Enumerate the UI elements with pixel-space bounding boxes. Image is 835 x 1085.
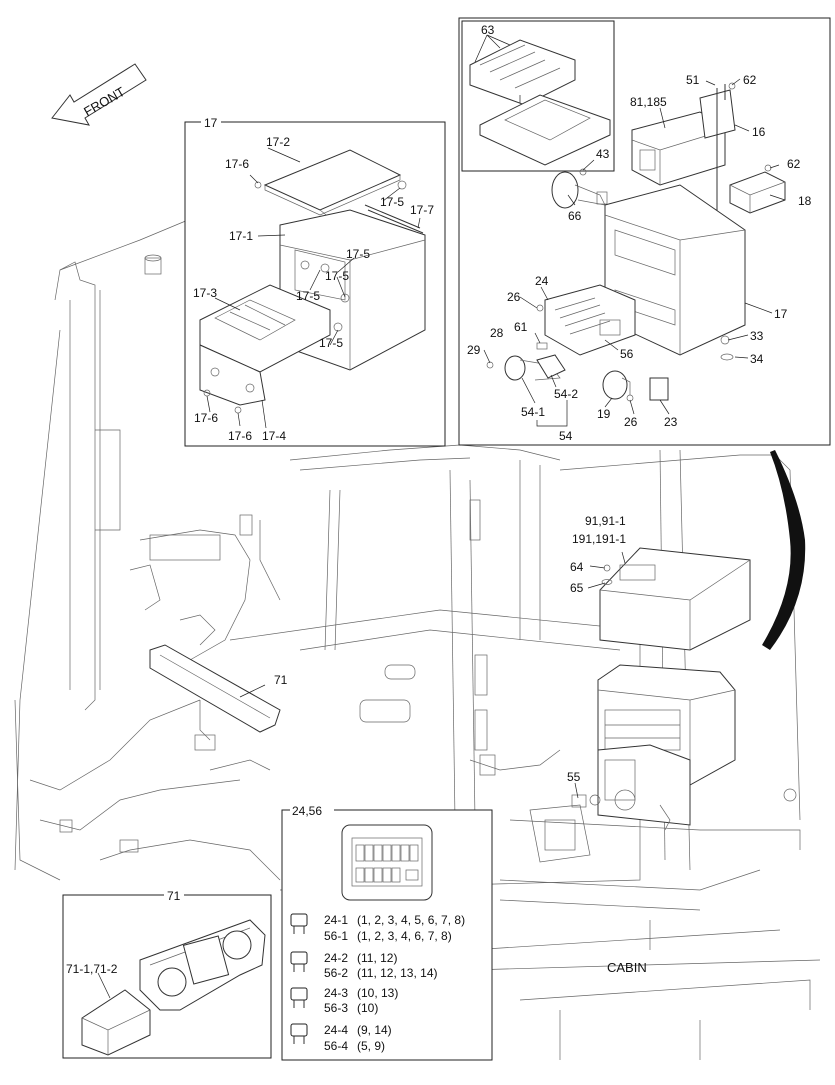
inset-71: 71 71-1,71-2 <box>62 888 272 1059</box>
part-label: 17-6 <box>228 429 252 443</box>
part-label: 191,191-1 <box>572 532 626 546</box>
part-label: 26 <box>507 290 521 304</box>
inset-17: 17 <box>184 115 446 447</box>
part-label: 66 <box>568 209 582 223</box>
fuse-block-icon <box>355 844 419 883</box>
fuse-part: 24-4 <box>324 1023 348 1037</box>
part-label: 26 <box>624 415 638 429</box>
part-label: 63 <box>481 23 495 37</box>
inset-fuse-title: 24,56 <box>292 804 322 818</box>
inset-fuses: 24,56 24-1 (1, 2, 3, 4, 5, 6, 7, 8) 56-1… <box>281 803 493 1061</box>
fuse-list: (5, 9) <box>357 1039 385 1053</box>
fuse-icon <box>290 1023 308 1044</box>
part-label: 62 <box>787 157 801 171</box>
fuse-part: 56-4 <box>324 1039 348 1053</box>
front-arrow: FRONT <box>51 63 147 126</box>
part-label: 91,91-1 <box>585 514 626 528</box>
part-label: 17-6 <box>194 411 218 425</box>
fuse-part: 56-1 <box>324 929 348 943</box>
part-label: 17-4 <box>262 429 286 443</box>
fuse-part: 24-1 <box>324 913 348 927</box>
part-label: 19 <box>597 407 611 421</box>
part-label: 54-1 <box>521 405 545 419</box>
fuse-list: (11, 12) <box>357 951 397 965</box>
part-label: 23 <box>664 415 678 429</box>
part-label: 17-1 <box>229 229 253 243</box>
part-label: 29 <box>467 343 481 357</box>
part-label: 17 <box>774 307 788 321</box>
part-label: 71 <box>274 673 288 687</box>
fuse-list: (1, 2, 3, 4, 5, 6, 7, 8) <box>357 913 465 927</box>
part-label: 17-5 <box>346 247 370 261</box>
part-label: 51 <box>686 73 700 87</box>
fuse-part: 56-2 <box>324 966 348 980</box>
part-label: 17-5 <box>380 195 404 209</box>
part-label: 17-5 <box>325 269 349 283</box>
part-label: 17-5 <box>319 336 343 350</box>
part-label: 64 <box>570 560 584 574</box>
fuse-list: (11, 12, 13, 14) <box>357 966 438 980</box>
part-label: 17-7 <box>410 203 434 217</box>
inset-control-box: 63 <box>458 17 831 446</box>
fuse-part: 24-3 <box>324 986 348 1000</box>
part-label: 43 <box>596 147 610 161</box>
front-label: FRONT <box>81 84 127 119</box>
fuse-list: (10) <box>357 1001 378 1015</box>
part-label: 81,185 <box>630 95 667 109</box>
part-label: 71-1,71-2 <box>66 962 118 976</box>
part-label: 54-2 <box>554 387 578 401</box>
fuse-icon <box>290 951 308 972</box>
fuse-list: (10, 13) <box>357 986 398 1000</box>
part-label: 16 <box>752 125 766 139</box>
fuse-icon <box>290 913 308 934</box>
main-view-labels: 91,91-1 191,191-1 64 65 71 55 CABIN <box>239 514 647 975</box>
part-label: 56 <box>620 347 634 361</box>
part-label: 65 <box>570 581 584 595</box>
part-label: 24 <box>535 274 549 288</box>
part-label: 61 <box>514 320 528 334</box>
cabin-label: CABIN <box>607 960 647 975</box>
part-label: 18 <box>798 194 812 208</box>
part-label: 28 <box>490 326 504 340</box>
part-label: 17-6 <box>225 157 249 171</box>
fuse-icon <box>290 987 308 1008</box>
part-label: 55 <box>567 770 581 784</box>
fuse-list: (1, 2, 3, 4, 6, 7, 8) <box>357 929 452 943</box>
part-label: 62 <box>743 73 757 87</box>
part-label: 17-2 <box>266 135 290 149</box>
fuse-list: (9, 14) <box>357 1023 392 1037</box>
part-label: 34 <box>750 352 764 366</box>
fuse-part: 24-2 <box>324 951 348 965</box>
part-label: 54 <box>559 429 573 443</box>
fuse-part: 56-3 <box>324 1001 348 1015</box>
part-label: 33 <box>750 329 764 343</box>
inset-71-title: 71 <box>167 889 181 903</box>
part-label: 17-5 <box>296 289 320 303</box>
part-label: 17-3 <box>193 286 217 300</box>
inset-17-title: 17 <box>204 116 218 130</box>
